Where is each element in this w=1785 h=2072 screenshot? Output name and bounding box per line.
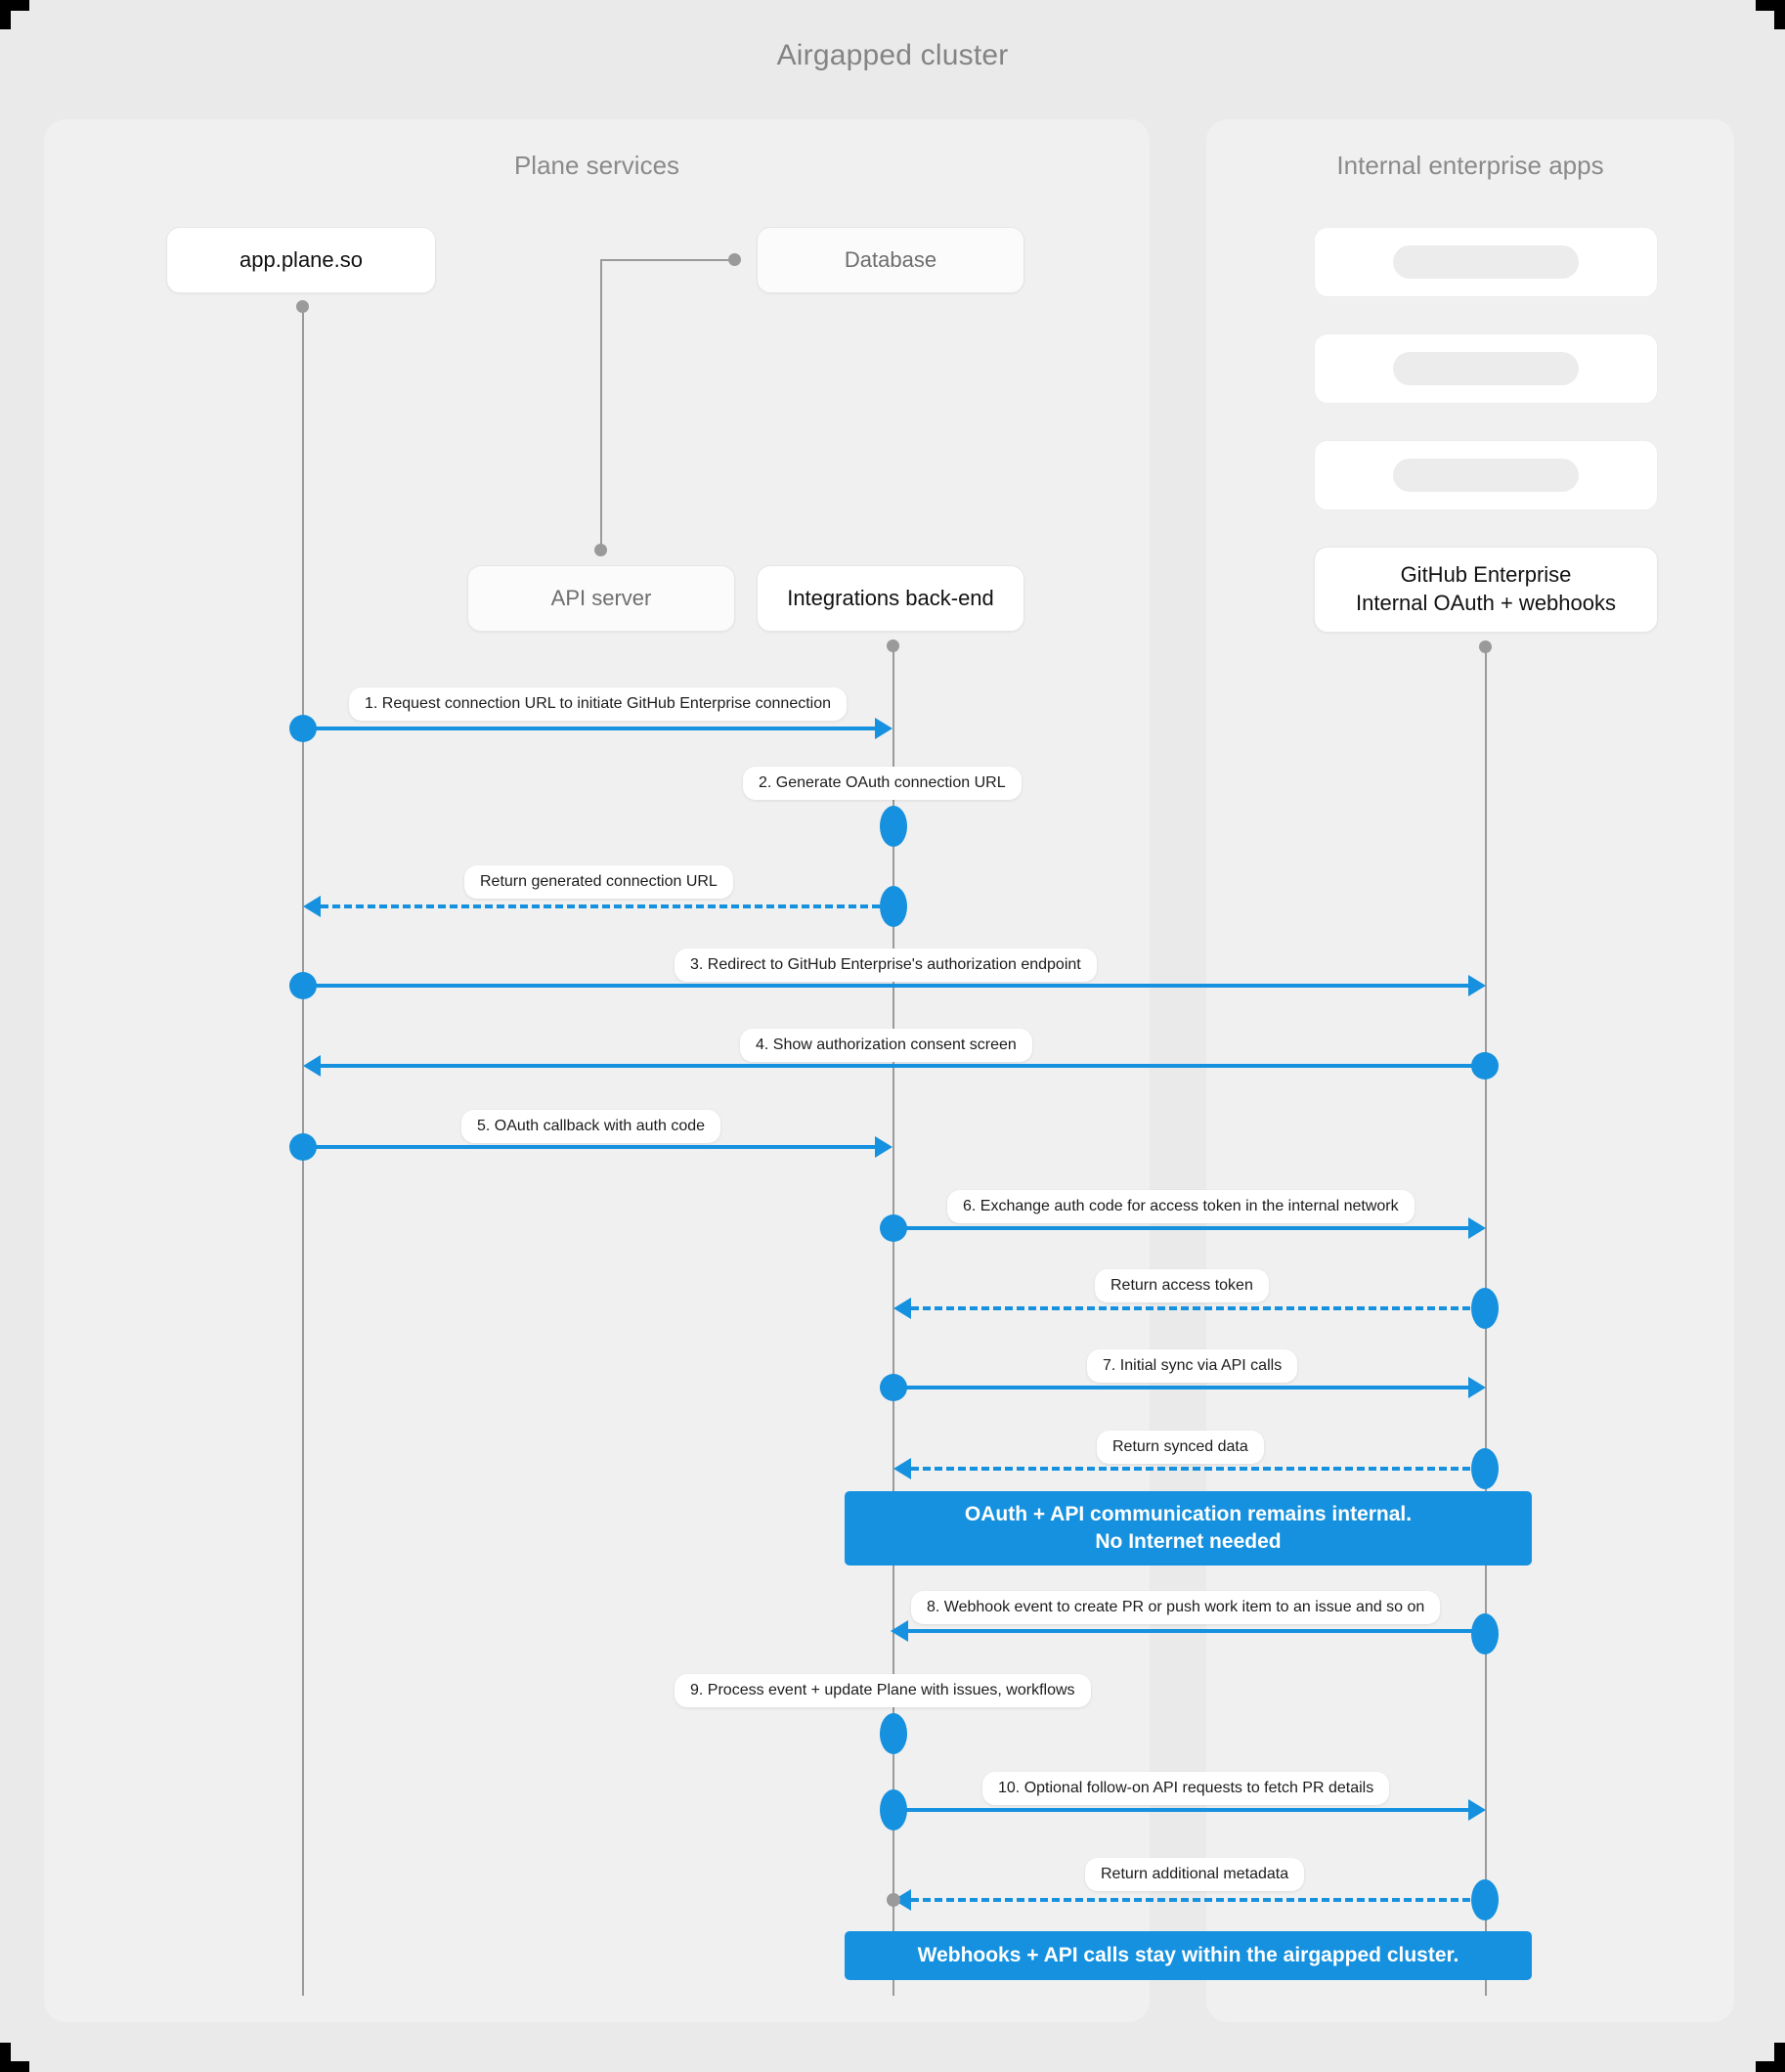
message-arrowhead-4 <box>1468 975 1486 996</box>
activation-dot-9 <box>880 1374 907 1401</box>
connector-api-to-database-horizontal <box>600 259 734 261</box>
message-arrow-13 <box>893 1808 1468 1812</box>
message-label-5: 4. Show authorization consent screen <box>740 1029 1032 1062</box>
activation-dot-7 <box>880 1214 907 1242</box>
panel-plane-services: Plane services <box>44 119 1150 2022</box>
crop-mark-top-left <box>0 0 29 29</box>
participant-placeholder-3[interactable] <box>1314 440 1658 510</box>
message-arrowhead-3 <box>303 896 321 917</box>
activation-dot-11 <box>1471 1613 1499 1654</box>
message-label-10: Return synced data <box>1097 1431 1264 1464</box>
message-arrowhead-6 <box>875 1136 892 1158</box>
message-arrow-1 <box>303 727 875 730</box>
message-label-9: 7. Initial sync via API calls <box>1087 1349 1298 1383</box>
message-label-8: Return access token <box>1095 1269 1269 1302</box>
message-arrowhead-7 <box>1468 1217 1486 1239</box>
message-arrow-7 <box>893 1226 1468 1230</box>
message-arrow-9 <box>893 1386 1468 1389</box>
participant-database[interactable]: Database <box>757 227 1024 293</box>
note-2-line-1: Webhooks + API calls stay within the air… <box>917 1943 1459 1966</box>
activation-dot-3 <box>880 886 907 927</box>
note-1-line-1: OAuth + API communication remains intern… <box>964 1502 1413 1525</box>
activation-dot-2 <box>880 806 907 847</box>
message-label-12: 9. Process event + update Plane with iss… <box>675 1674 1091 1707</box>
message-label-2: 2. Generate OAuth connection URL <box>743 767 1022 800</box>
participant-placeholder-1[interactable] <box>1314 227 1658 297</box>
lifeline-cap-app <box>296 300 309 313</box>
message-label-3: Return generated connection URL <box>464 865 733 899</box>
message-arrowhead-5 <box>303 1055 321 1077</box>
message-arrow-3 <box>321 904 880 908</box>
connector-dot-database <box>728 253 741 266</box>
message-label-6: 5. OAuth callback with auth code <box>461 1110 721 1143</box>
crop-mark-bottom-left <box>0 2043 29 2072</box>
message-label-11: 8. Webhook event to create PR or push wo… <box>911 1591 1441 1624</box>
message-arrowhead-11 <box>891 1620 908 1642</box>
message-arrowhead-9 <box>1468 1377 1486 1398</box>
activation-dot-6 <box>289 1133 317 1161</box>
activation-dot-10 <box>1471 1448 1499 1489</box>
lifeline-integrations-backend <box>892 643 894 1996</box>
message-label-7: 6. Exchange auth code for access token i… <box>947 1190 1415 1223</box>
activation-dot-1 <box>289 715 317 742</box>
message-arrow-14 <box>911 1898 1470 1902</box>
activation-dot-12 <box>880 1713 907 1754</box>
connector-api-to-database-vertical <box>600 259 602 550</box>
crop-mark-top-right <box>1756 0 1785 29</box>
panel-title-enterprise-apps: Internal enterprise apps <box>1336 151 1604 180</box>
placeholder-bar <box>1393 352 1579 385</box>
message-arrowhead-8 <box>893 1298 911 1319</box>
crop-mark-bottom-right <box>1756 2043 1785 2072</box>
placeholder-bar <box>1393 245 1579 279</box>
message-arrow-4 <box>303 984 1468 988</box>
panel-title-plane-services: Plane services <box>513 151 680 180</box>
message-arrow-10 <box>911 1467 1470 1471</box>
note-1-line-2: No Internet needed <box>1095 1530 1282 1553</box>
participant-api-server[interactable]: API server <box>467 565 735 632</box>
message-arrow-6 <box>303 1145 875 1149</box>
message-arrowhead-1 <box>875 718 892 739</box>
message-label-1: 1. Request connection URL to initiate Gi… <box>349 687 848 721</box>
activation-dot-13 <box>880 1789 907 1830</box>
message-arrow-11 <box>907 1629 1472 1633</box>
message-arrow-8 <box>911 1306 1470 1310</box>
github-enterprise-line-2: Internal OAuth + webhooks <box>1356 591 1616 615</box>
panel-internal-enterprise-apps: Internal enterprise apps <box>1206 119 1734 2022</box>
activation-dot-8 <box>1471 1288 1499 1329</box>
lifeline-end-dot-integrations <box>887 1893 900 1907</box>
connector-dot-api-server <box>594 544 607 556</box>
message-arrow-5 <box>321 1064 1484 1068</box>
placeholder-bar <box>1393 459 1579 492</box>
note-oauth-internal: OAuth + API communication remains intern… <box>845 1491 1532 1565</box>
message-label-4: 3. Redirect to GitHub Enterprise's autho… <box>675 948 1097 982</box>
participant-integrations-backend[interactable]: Integrations back-end <box>757 565 1024 632</box>
lifeline-cap-github-enterprise <box>1479 640 1492 653</box>
github-enterprise-line-1: GitHub Enterprise <box>1400 562 1572 588</box>
participant-app-plane-so[interactable]: app.plane.so <box>166 227 436 293</box>
note-webhooks-airgapped: Webhooks + API calls stay within the air… <box>845 1931 1532 1980</box>
lifeline-cap-integrations <box>887 639 899 652</box>
participant-placeholder-2[interactable] <box>1314 333 1658 404</box>
message-label-13: 10. Optional follow-on API requests to f… <box>982 1772 1390 1805</box>
activation-dot-14 <box>1471 1879 1499 1920</box>
page-title: Airgapped cluster <box>776 39 1009 71</box>
activation-dot-5 <box>1471 1052 1499 1080</box>
participant-github-enterprise[interactable]: GitHub Enterprise Internal OAuth + webho… <box>1314 547 1658 633</box>
message-label-14: Return additional metadata <box>1085 1858 1305 1891</box>
message-arrowhead-10 <box>893 1458 911 1479</box>
activation-dot-4 <box>289 972 317 999</box>
message-arrowhead-13 <box>1468 1799 1486 1821</box>
